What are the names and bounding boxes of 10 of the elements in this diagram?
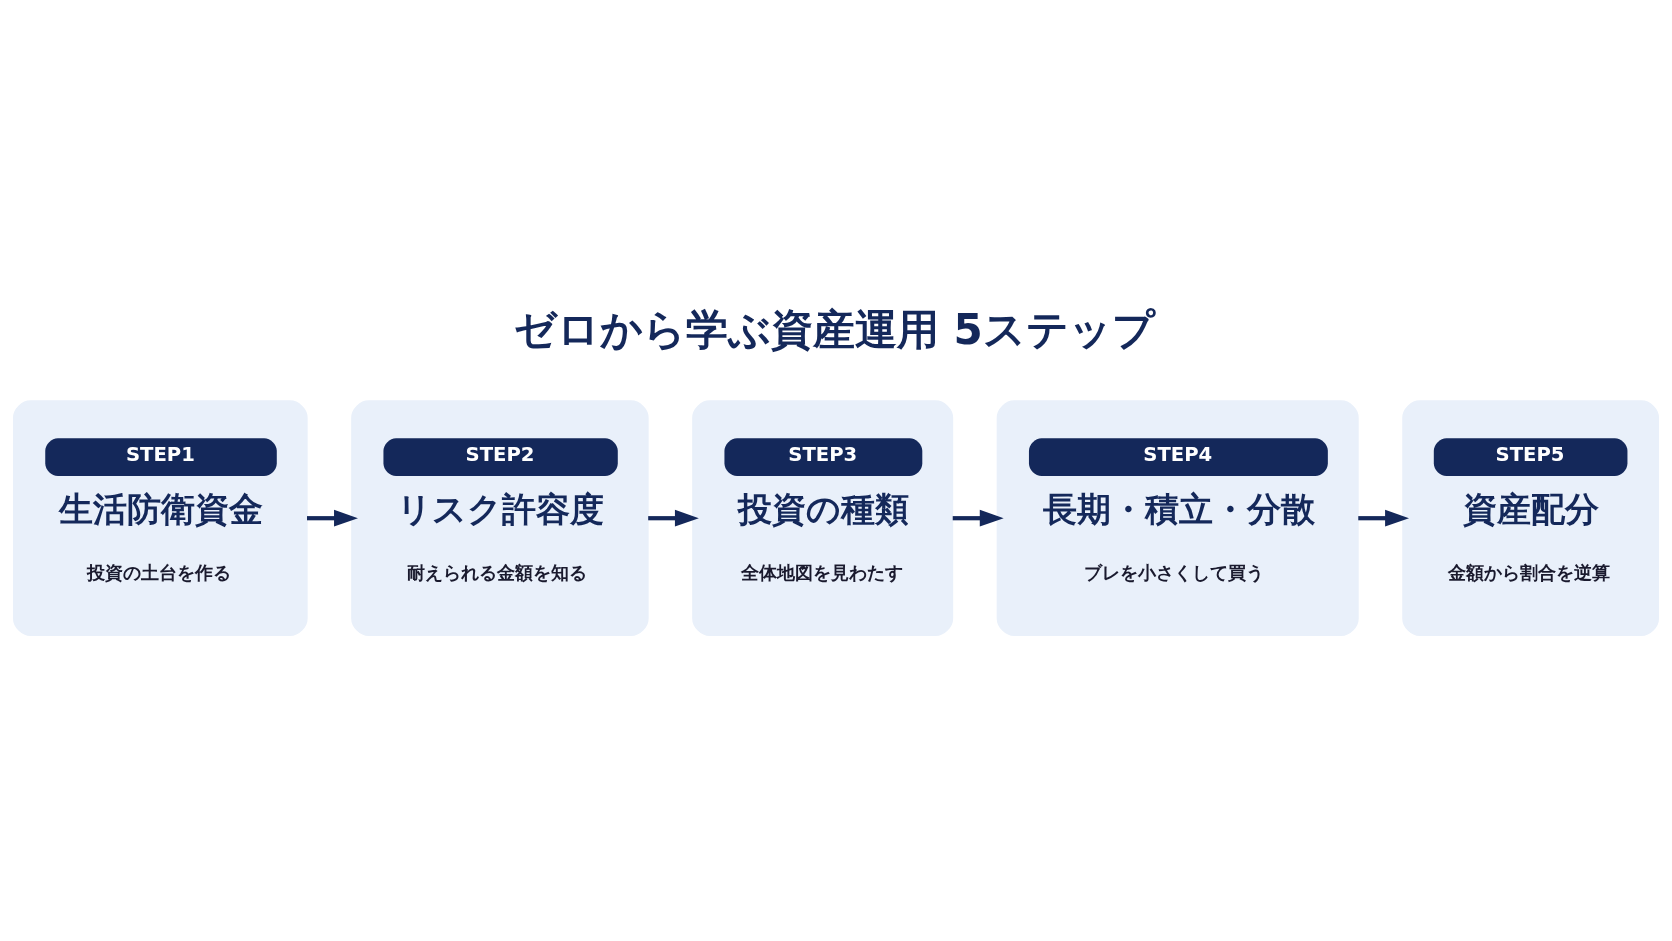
diagram-title: ゼロから学ぶ資産運用 5ステップ (513, 304, 1155, 354)
node-box: STEP2 リスク許容度 耐えられる金額を知る (351, 400, 649, 637)
arrow (952, 509, 1004, 527)
arrow (307, 509, 358, 527)
node-box: STEP4 長期・積立・分散 ブレを小さくして買う (996, 400, 1359, 637)
arrow (648, 509, 699, 527)
arrow (1358, 509, 1409, 527)
node-box: STEP3 投資の種類 全体地図を見わたす (692, 400, 954, 637)
node-box: STEP5 資産配分 金額から割合を逆算 (1402, 400, 1660, 637)
node-box: STEP1 生活防衛資金 投資の土台を作る (12, 400, 308, 637)
